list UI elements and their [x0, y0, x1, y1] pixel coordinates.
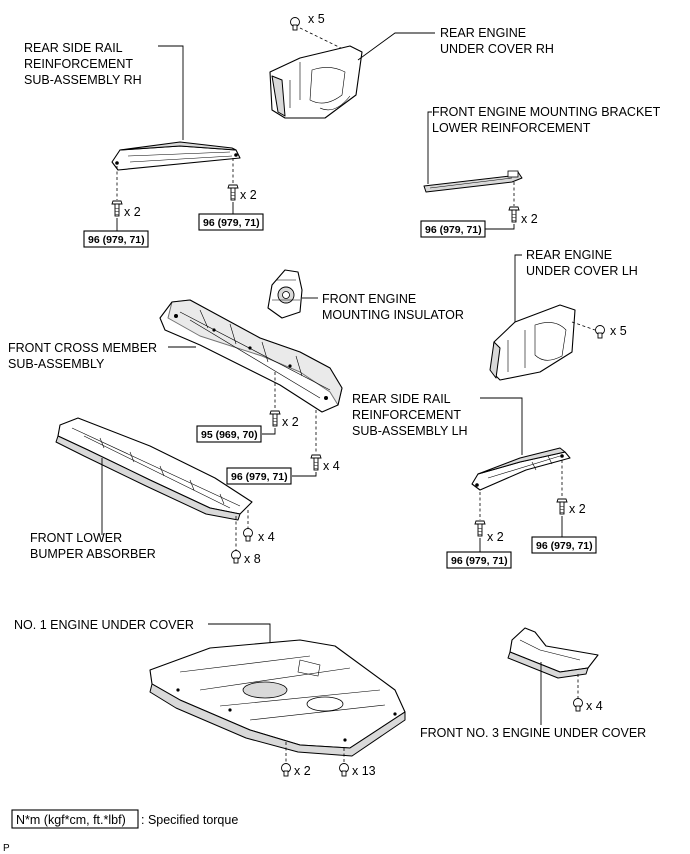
torque-box	[196, 425, 262, 443]
label-line: REAR ENGINE	[440, 26, 526, 40]
bolt-icon	[111, 200, 123, 217]
clip-quantity: x 13	[352, 764, 376, 778]
rear-engine-under-cover-rh-part	[269, 45, 363, 119]
label-line: REAR ENGINE	[526, 248, 612, 262]
legend-text: : Specified torque	[141, 813, 238, 827]
clip-quantity: x 4	[258, 530, 275, 544]
torque-box	[198, 213, 264, 231]
torque-spec: 96 (979, 71)	[425, 224, 482, 236]
front-cross-member-part	[159, 299, 343, 413]
clip-icon	[339, 763, 349, 777]
clip-quantity: x 2	[294, 764, 311, 778]
bolt-icon	[474, 520, 486, 537]
torque-box	[226, 467, 292, 485]
torque-spec: 96 (979, 71)	[451, 555, 508, 567]
label-line: REAR SIDE RAIL	[352, 392, 451, 406]
front-no3-engine-under-cover-part	[507, 627, 599, 679]
torque-box	[531, 536, 597, 554]
torque-box	[420, 220, 486, 238]
label-line: NO. 1 ENGINE UNDER COVER	[14, 618, 194, 632]
clip-quantity: x 4	[586, 699, 603, 713]
clip-icon	[290, 17, 300, 31]
clip-icon	[281, 763, 291, 777]
bolt-icon	[556, 498, 568, 515]
label-line: UNDER COVER LH	[526, 264, 638, 278]
rear-side-rail-rh-label: REAR SIDE RAIL REINFORCEMENT SUB-ASSEMBL…	[24, 41, 142, 87]
label-line: UNDER COVER RH	[440, 42, 554, 56]
leader-line	[292, 472, 317, 477]
bolt-quantity: x 2	[282, 415, 299, 429]
torque-legend: N*m (kgf*cm, ft.*lbf) : Specified torque	[11, 809, 238, 829]
label-line: LOWER REINFORCEMENT	[432, 121, 591, 135]
bolt-quantity: x 4	[323, 459, 340, 473]
rear-side-rail-rh-part	[111, 141, 241, 171]
label-line: FRONT ENGINE	[322, 292, 416, 306]
front-engine-mounting-insulator-part	[267, 269, 303, 319]
clip-icon	[573, 698, 583, 712]
clip-icon	[243, 528, 253, 542]
label-line: REINFORCEMENT	[352, 408, 461, 422]
label-line: FRONT LOWER	[30, 531, 122, 545]
label-line: SUB-ASSEMBLY RH	[24, 73, 142, 87]
label-line: FRONT CROSS MEMBER	[8, 341, 157, 355]
leader-line	[158, 45, 184, 140]
legend-unit: N*m (kgf*cm, ft.*lbf)	[16, 813, 126, 827]
fastener-axis	[571, 321, 596, 331]
clip-quantity: x 8	[244, 552, 261, 566]
bolt-quantity: x 2	[487, 530, 504, 544]
leader-line	[480, 397, 523, 455]
label-line: FRONT ENGINE MOUNTING BRACKET	[432, 105, 661, 119]
bolt-icon	[508, 206, 520, 223]
fastener-axis	[299, 27, 346, 51]
bolt-icon	[269, 410, 281, 427]
clip-icon	[595, 325, 605, 339]
bolt-quantity: x 2	[569, 502, 586, 516]
leader-line	[262, 428, 276, 435]
bolt-quantity: x 2	[124, 205, 141, 219]
label-line: MOUNTING INSULATOR	[322, 308, 464, 322]
label-line: SUB-ASSEMBLY	[8, 357, 105, 371]
rear-engine-under-cover-lh-part	[489, 304, 576, 381]
bolt-icon	[310, 454, 322, 471]
front-lower-bumper-absorber-part	[55, 417, 253, 521]
torque-box	[446, 551, 512, 569]
no1-engine-under-cover-part	[149, 639, 406, 757]
torque-spec: 95 (969, 70)	[201, 429, 258, 441]
clip-quantity: x 5	[610, 324, 627, 338]
label-line: FRONT NO. 3 ENGINE UNDER COVER	[420, 726, 646, 740]
bolt-quantity: x 2	[521, 212, 538, 226]
leader-line	[357, 32, 435, 61]
leader-line	[514, 254, 522, 325]
label-line: BUMPER ABSORBER	[30, 547, 156, 561]
torque-box	[83, 230, 149, 248]
torque-spec: 96 (979, 71)	[536, 540, 593, 552]
clip-icon	[231, 550, 241, 564]
leader-line	[485, 224, 515, 230]
torque-spec: 96 (979, 71)	[203, 217, 260, 229]
rear-side-rail-lh-part	[471, 447, 571, 491]
torque-spec: 96 (979, 71)	[88, 234, 145, 246]
label-line: REINFORCEMENT	[24, 57, 133, 71]
torque-spec: 96 (979, 71)	[231, 471, 288, 483]
corner-mark: P	[3, 843, 10, 854]
front-engine-mounting-bracket-part	[423, 170, 523, 193]
label-line: REAR SIDE RAIL	[24, 41, 123, 55]
legend-box	[11, 809, 139, 829]
bolt-icon	[227, 184, 239, 201]
clip-quantity: x 5	[308, 12, 325, 26]
label-line: SUB-ASSEMBLY LH	[352, 424, 468, 438]
leader-line	[427, 111, 432, 184]
bolt-quantity: x 2	[240, 188, 257, 202]
